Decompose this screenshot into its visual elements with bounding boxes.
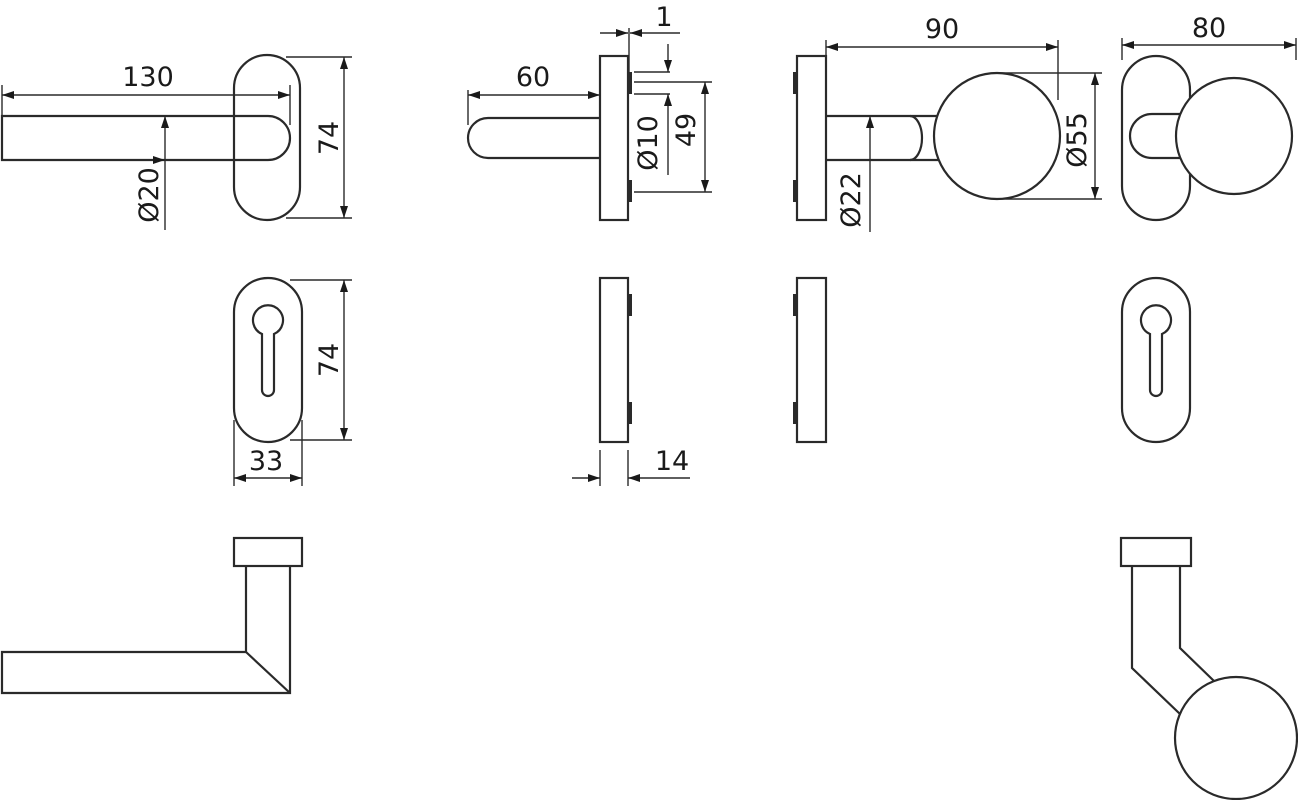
key-rose-front-left: 74 33 xyxy=(232,276,352,486)
lever-bar xyxy=(0,114,292,162)
dim-d10: Ø10 xyxy=(633,115,664,171)
key-rose-front-right xyxy=(1120,276,1192,444)
dim-d55: Ø55 xyxy=(1062,112,1093,168)
dim-14: 14 xyxy=(655,446,689,477)
lever-front-view: 130 74 Ø20 xyxy=(0,53,352,230)
dim-d22: Ø22 xyxy=(836,172,867,228)
knob-front-view: 80 xyxy=(1120,13,1297,222)
dim-74-key: 74 xyxy=(314,343,345,377)
lever-top-view xyxy=(0,536,304,695)
dim-80: 80 xyxy=(1192,13,1226,44)
lever-side-view: 60 1 Ø10 49 xyxy=(466,2,712,222)
dim-1: 1 xyxy=(655,2,672,33)
plate-side-view: 14 xyxy=(572,276,690,486)
dim-130: 130 xyxy=(122,62,174,93)
knob-side-view: 90 Ø22 Ø55 xyxy=(793,14,1102,232)
plate-side-view-right xyxy=(793,276,828,444)
dim-49: 49 xyxy=(671,113,702,147)
rose-oval xyxy=(232,53,302,222)
dim-90: 90 xyxy=(925,14,959,45)
dim-74-top: 74 xyxy=(314,121,345,155)
dim-60: 60 xyxy=(516,62,550,93)
dim-d20: Ø20 xyxy=(134,167,165,223)
dim-33: 33 xyxy=(249,446,283,477)
knob-top-view xyxy=(1119,536,1298,800)
keyhole xyxy=(251,304,285,398)
